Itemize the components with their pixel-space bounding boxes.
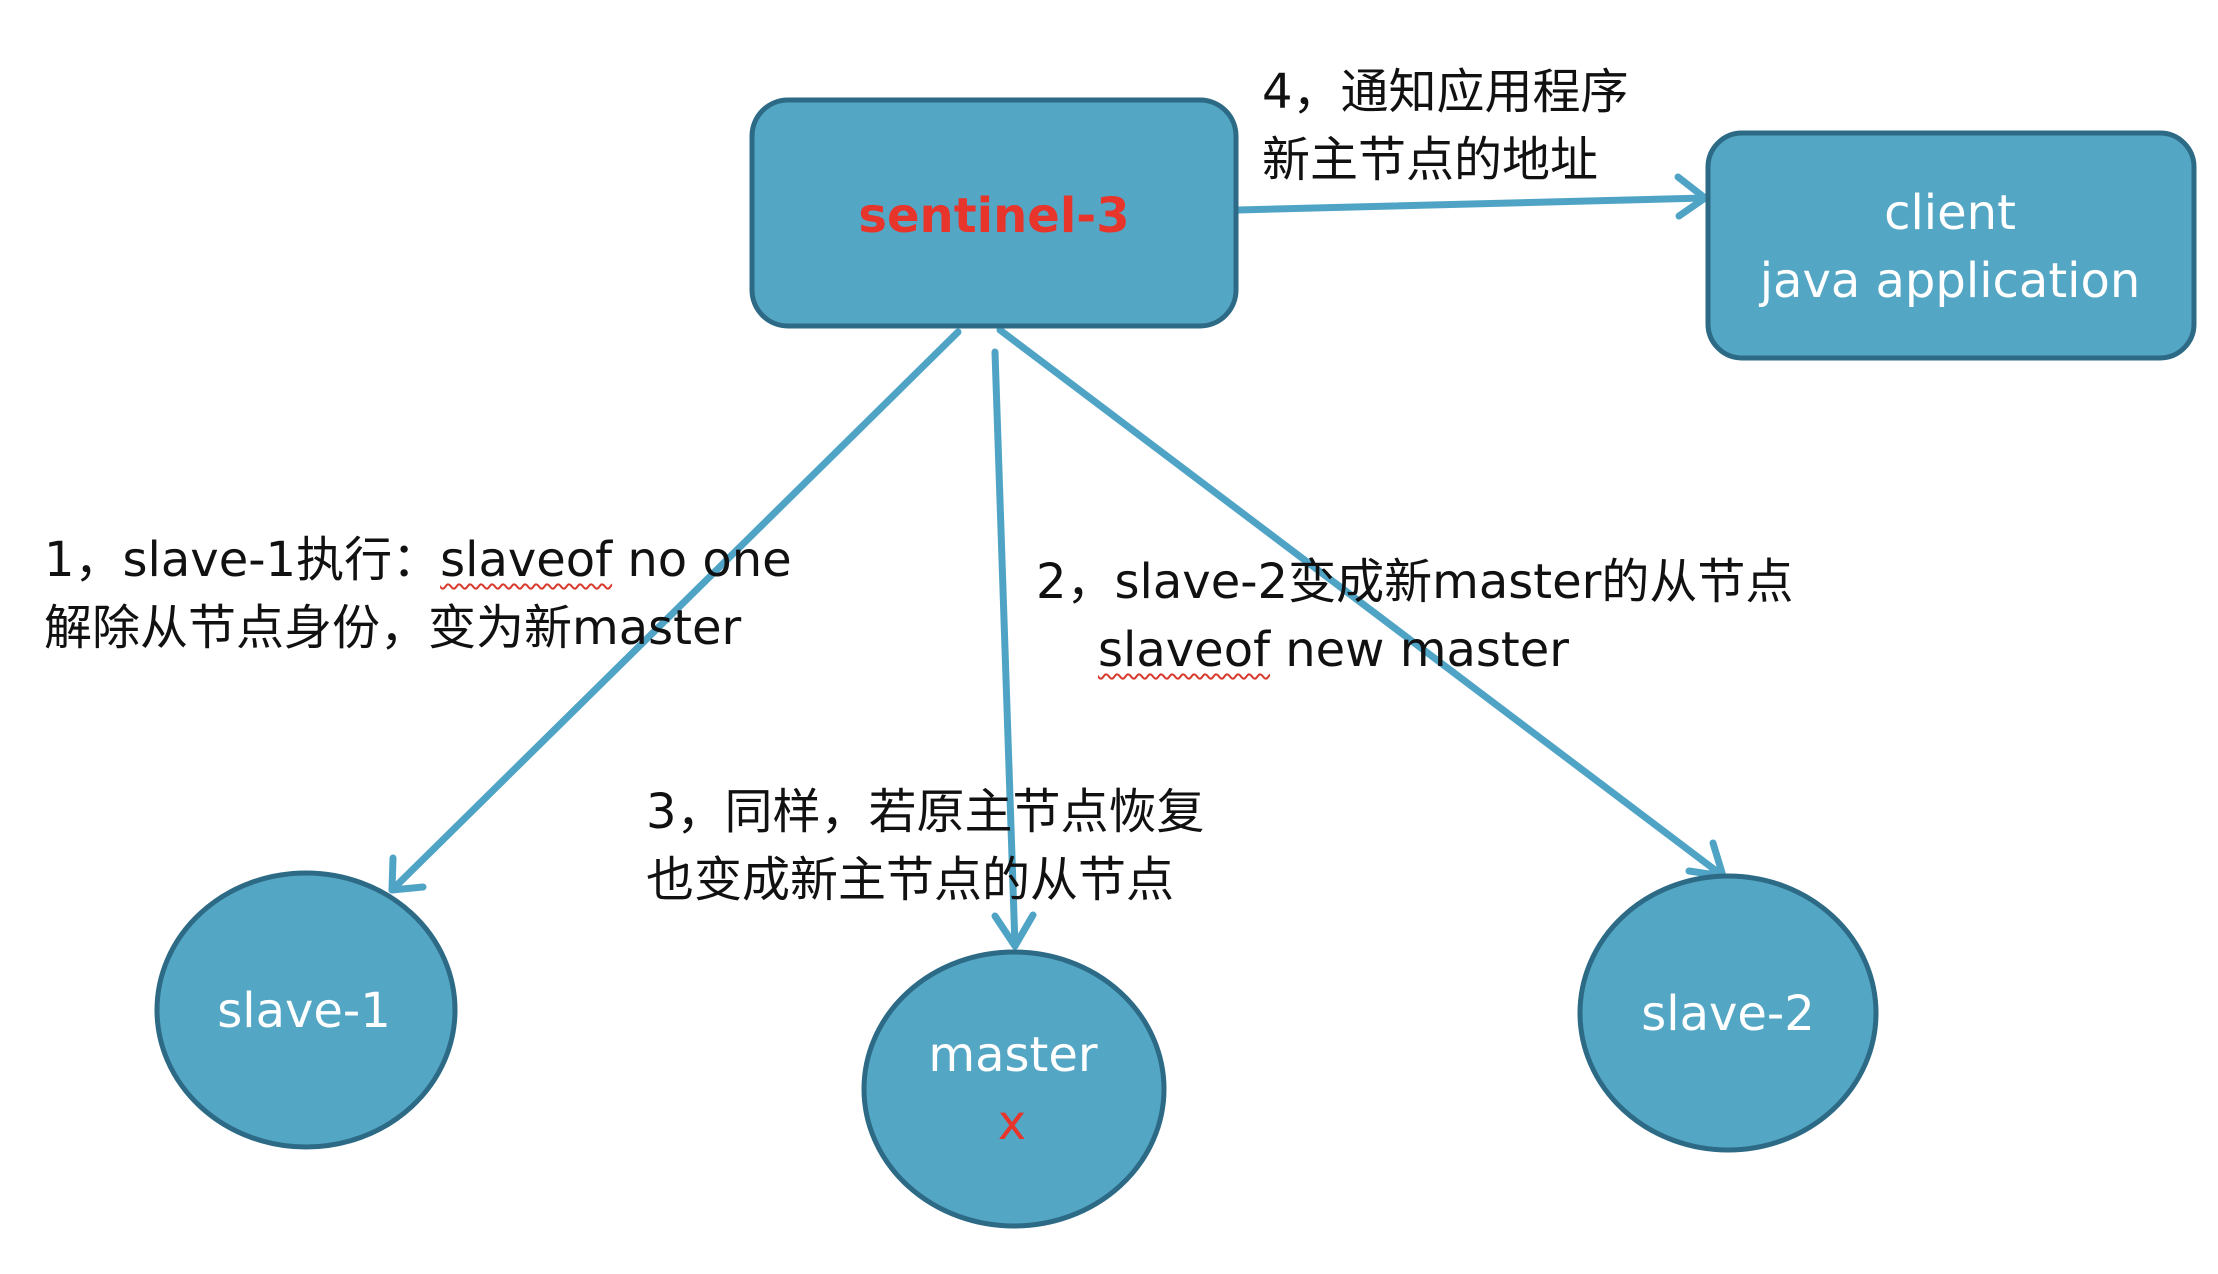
step4-line2: 新主节点的地址 — [1262, 132, 1599, 188]
sentinel-label: sentinel-3 — [858, 188, 1129, 244]
step1-command: slaveof — [440, 532, 613, 588]
master-node: master x — [861, 949, 1167, 1229]
step3-line2: 也变成新主节点的从节点 — [646, 852, 1175, 908]
master-down-mark: x — [998, 1095, 1026, 1151]
slave2-label: slave-2 — [1641, 986, 1815, 1042]
step1-prefix: 1，slave-1执行： — [44, 532, 441, 588]
sentinel-node: sentinel-3 — [749, 97, 1239, 329]
master-label: master — [928, 1027, 1098, 1083]
client-node: client java application — [1705, 130, 2197, 361]
step2-command-args: new master — [1269, 622, 1569, 678]
step1-line2: 解除从节点身份，变为新master — [44, 600, 742, 656]
arrow-sentinel-to-slave1 — [388, 328, 962, 894]
arrow-sentinel-to-client — [1234, 173, 1709, 220]
slave2-node: slave-2 — [1577, 873, 1879, 1153]
step2-line1: 2，slave-2变成新master的从节点 — [1036, 554, 1794, 610]
step4-line1: 4，通知应用程序 — [1262, 64, 1629, 120]
step4-annotation: 4，通知应用程序 新主节点的地址 — [1262, 58, 1629, 194]
client-label: client — [1884, 185, 2016, 241]
step3-line1: 3，同样，若原主节点恢复 — [646, 784, 1205, 840]
step1-annotation: 1，slave-1执行：slaveof no one 解除从节点身份，变为新ma… — [44, 526, 792, 662]
step3-annotation: 3，同样，若原主节点恢复 也变成新主节点的从节点 — [646, 778, 1205, 914]
step1-line1: 1，slave-1执行：slaveof no one — [44, 526, 792, 594]
step1-command-args: no one — [612, 532, 792, 588]
step2-line2: slaveof new master — [1036, 616, 1793, 684]
step2-command: slaveof — [1098, 622, 1270, 678]
slave1-node: slave-1 — [154, 870, 458, 1150]
arrows — [388, 173, 1727, 950]
step2-annotation: 2，slave-2变成新master的从节点 slaveof new maste… — [1036, 548, 1793, 684]
slave1-label: slave-1 — [217, 983, 391, 1039]
client-sublabel: java application — [1759, 253, 2141, 309]
arrow-sentinel-to-master — [991, 348, 1037, 950]
